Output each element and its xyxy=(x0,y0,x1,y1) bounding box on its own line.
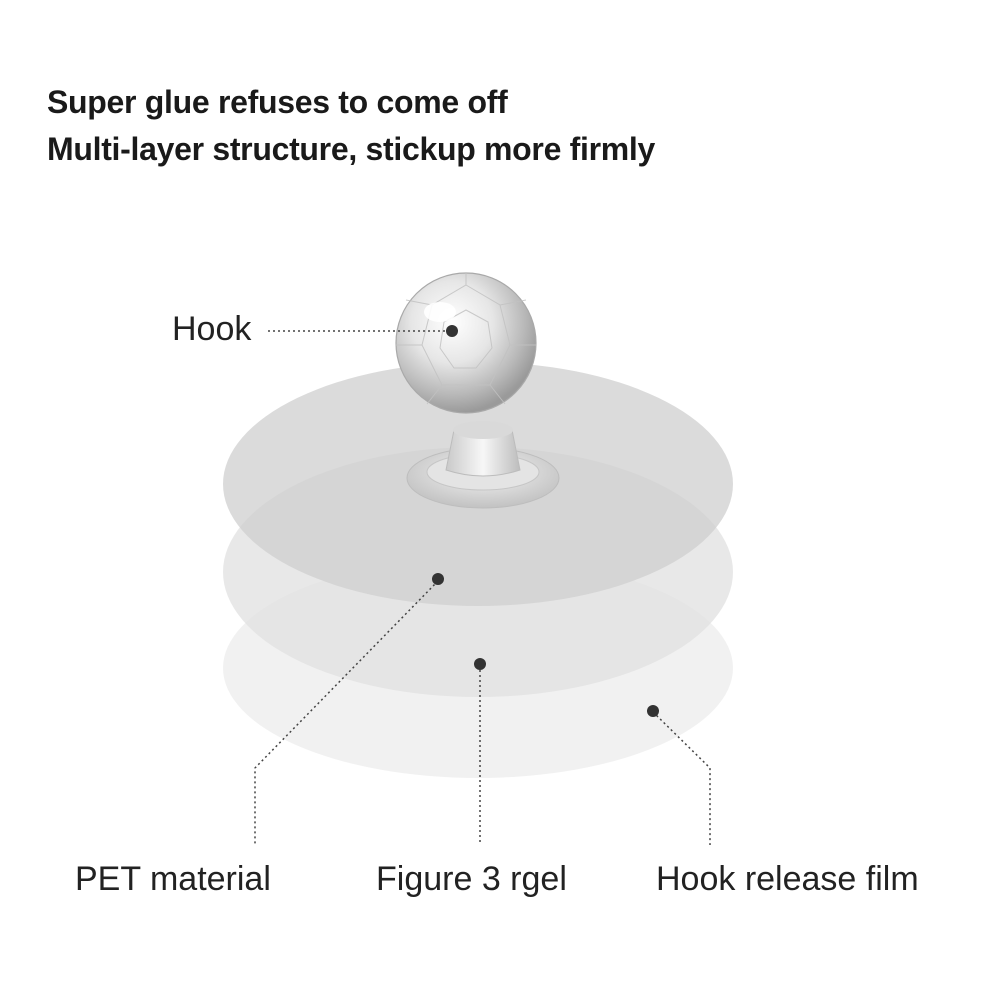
gel-dot xyxy=(474,658,486,670)
hook-label: Hook xyxy=(172,310,252,348)
headline-line-1: Super glue refuses to come off xyxy=(47,84,508,120)
headline-line-2: Multi-layer structure, stickup more firm… xyxy=(47,131,656,167)
pet-dot xyxy=(432,573,444,585)
hook-dot xyxy=(446,325,458,337)
pet-material-label: PET material xyxy=(75,860,271,898)
film-dot xyxy=(647,705,659,717)
pet-leader-line xyxy=(254,580,439,845)
release-film-label: Hook release film xyxy=(656,860,919,898)
film-leader-line xyxy=(652,711,711,845)
crystal-hook-icon xyxy=(395,272,560,509)
gel-label: Figure 3 rgel xyxy=(376,860,567,898)
